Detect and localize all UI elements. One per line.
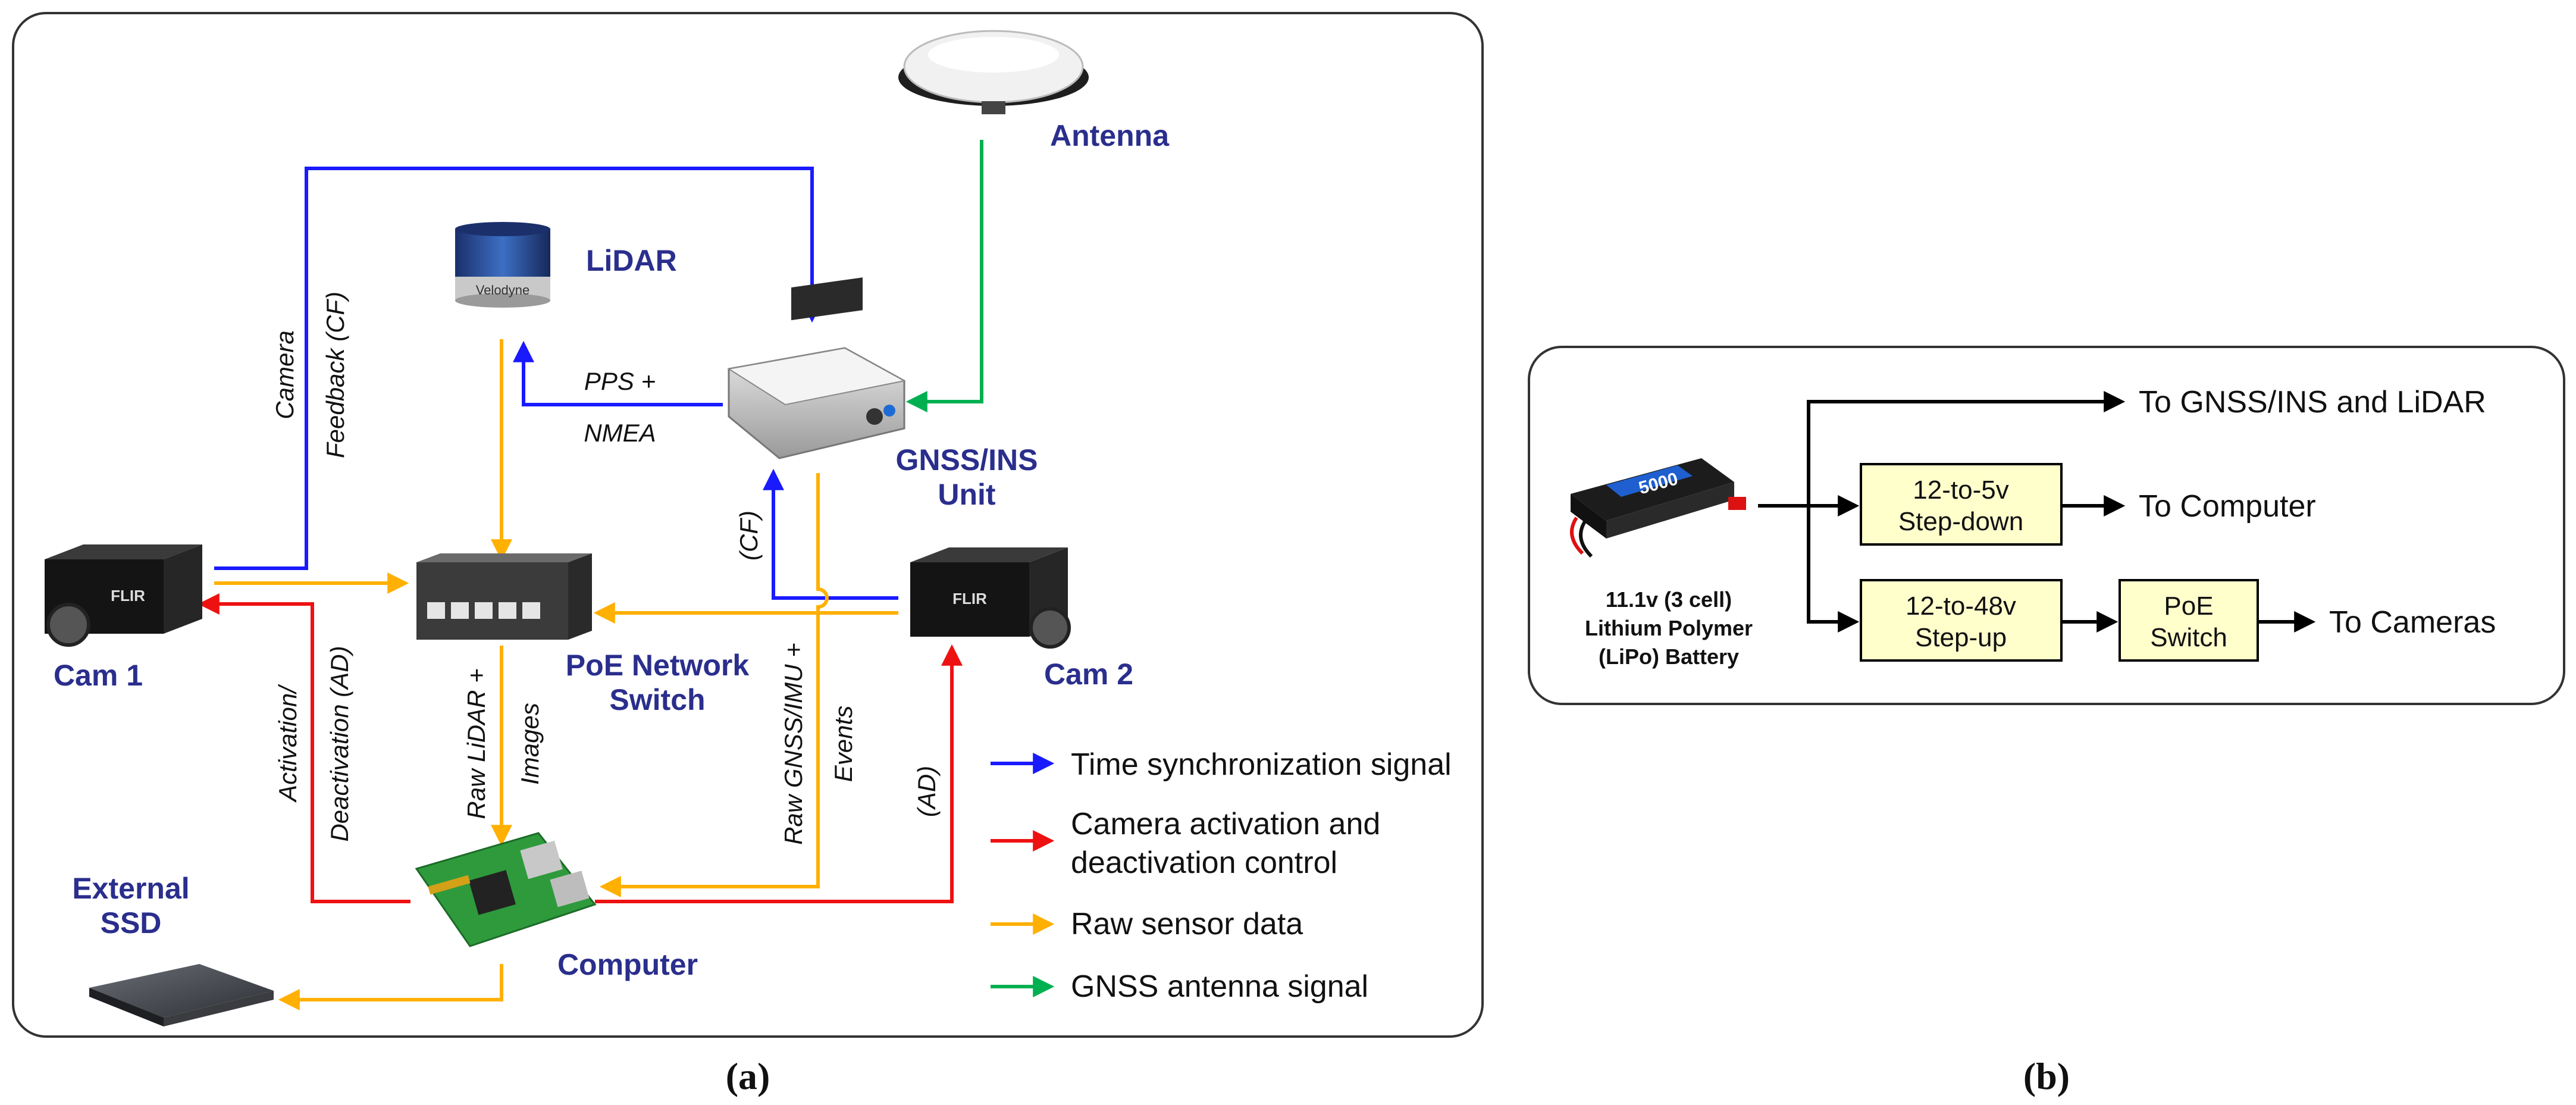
legend-label-control-line1: Camera activation and: [1071, 807, 1380, 841]
ssd-label-line2: SSD: [101, 906, 162, 940]
cam2-label: Cam 2: [1044, 658, 1133, 691]
sync-line-pps-nmea: [513, 340, 723, 406]
poe-box-label-line1: PoE: [2164, 591, 2213, 621]
poe-switch-label-line2: Switch: [609, 683, 705, 716]
label-cf: (CF): [735, 511, 763, 561]
cam1-brand-mark: FLIR: [111, 587, 145, 605]
battery-picture: 5000: [1570, 458, 1746, 558]
label-images: Images: [516, 703, 544, 785]
battery-label-line1: 11.1v (3 cell): [1606, 587, 1732, 612]
step-up-label-line2: Step-up: [1915, 623, 2007, 652]
wire-branch-gnss: [1807, 391, 2126, 506]
control-line-cam1: [198, 593, 410, 903]
control-line-cam2: [595, 644, 963, 903]
label-raw-lidar: Raw LiDAR +: [462, 668, 490, 819]
computer-picture: [415, 832, 597, 947]
ssd-picture: [89, 964, 274, 1026]
panel-b: 5000 11.1v (3 cell) Lithium Polymer (LiP…: [1528, 346, 2565, 1097]
label-ad: (AD): [913, 766, 941, 817]
gnss-ins-label-line2: Unit: [938, 478, 996, 511]
label-feedback-cf: Feedback (CF): [321, 292, 349, 458]
step-up-label-line1: 12-to-48v: [1906, 591, 2016, 621]
step-down-label-line2: Step-down: [1898, 507, 2023, 536]
wire-branch-stepup: [1807, 506, 1860, 633]
poe-switch-label-line1: PoE Network: [566, 649, 750, 682]
poe-switch-picture: [416, 553, 592, 640]
cam1-picture: FLIR: [45, 544, 202, 647]
gnss-ins-picture: [727, 277, 906, 459]
lidar-brand-mark: Velodyne: [476, 283, 530, 298]
label-events: Events: [829, 706, 857, 782]
antenna-signal-line: [905, 140, 983, 412]
label-activation: Activation/: [274, 684, 302, 803]
output-cameras: To Cameras: [2329, 605, 2496, 640]
data-line-computer-ssd: [278, 964, 503, 1010]
panel-a: Antenna Velodyne LiDAR GNSS/INS Unit FLI…: [12, 12, 1484, 1097]
output-computer: To Computer: [2139, 489, 2316, 524]
poe-box-label-line2: Switch: [2150, 623, 2227, 652]
lidar-label: LiDAR: [586, 244, 677, 277]
panel-a-frame: [12, 12, 1484, 1038]
battery-label-line2: Lithium Polymer: [1585, 616, 1753, 640]
label-raw-gnss: Raw GNSS/IMU +: [779, 643, 807, 845]
panel-b-caption: (b): [2023, 1055, 2070, 1097]
cam2-brand-mark: FLIR: [952, 590, 987, 608]
output-gnss-lidar: To GNSS/INS and LiDAR: [2139, 385, 2486, 420]
poe-switch-box: [2119, 579, 2259, 662]
sync-line-camera-feedback: [214, 167, 823, 570]
lidar-picture: Velodyne: [455, 222, 550, 308]
antenna-label: Antenna: [1050, 119, 1170, 152]
step-down-label-line1: 12-to-5v: [1913, 475, 2008, 505]
gnss-ins-label-line1: GNSS/INS: [896, 443, 1038, 477]
label-nmea: NMEA: [584, 419, 656, 447]
label-deactivation-ad: Deactivation (AD): [325, 646, 353, 841]
cam2-picture: FLIR: [910, 547, 1071, 649]
step-up-box: [1860, 579, 2063, 662]
legend-label-sync: Time synchronization signal: [1071, 747, 1452, 782]
data-line-gnss-computer: [599, 473, 829, 897]
legend-label-antenna: GNSS antenna signal: [1071, 969, 1368, 1004]
step-down-box: [1860, 463, 2063, 546]
ssd-label-line1: External: [72, 872, 189, 905]
computer-label: Computer: [557, 948, 698, 981]
label-pps: PPS +: [584, 367, 656, 395]
sync-line-cam2-cf: [763, 468, 898, 600]
legend-label-control-line2: deactivation control: [1071, 846, 1337, 880]
legend-label-data: Raw sensor data: [1071, 907, 1303, 941]
panel-a-caption: (a): [726, 1055, 770, 1097]
legend: Time synchronization signal Camera activ…: [991, 747, 1452, 1004]
label-camera: Camera: [271, 330, 299, 419]
antenna-picture: [898, 30, 1089, 114]
cam1-label: Cam 1: [54, 659, 143, 692]
battery-label-line3: (LiPo) Battery: [1599, 644, 1739, 669]
